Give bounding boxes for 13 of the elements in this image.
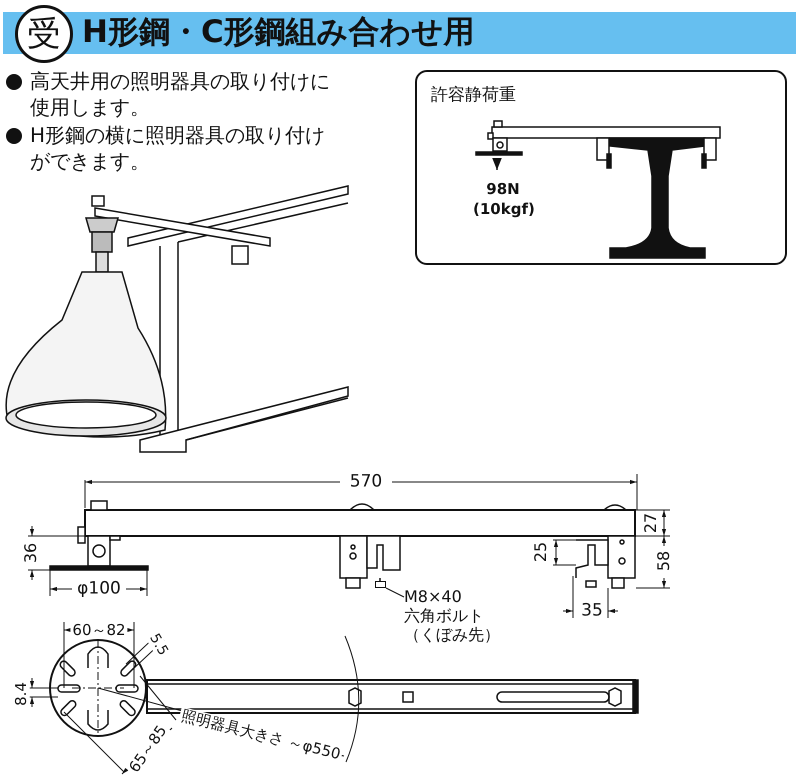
circled-mark: 受 bbox=[15, 5, 73, 63]
dimension-text: 8.4 bbox=[12, 680, 30, 708]
load-value: 98N (10kgf) bbox=[473, 179, 533, 219]
panel-heading: 許容静荷重 bbox=[431, 86, 516, 105]
bullet-text: H形鋼の横に照明器具の取り付けができます。 bbox=[30, 122, 326, 174]
bolt-label: M8×40 六角ボルト（くぼみ先） bbox=[404, 587, 508, 644]
bolt-head bbox=[375, 581, 386, 588]
title: H形鋼・C形鋼組み合わせ用 bbox=[82, 15, 475, 50]
leader-line bbox=[386, 588, 404, 598]
dimension-text: 60～82 bbox=[70, 622, 128, 638]
dimension-text: φ100 bbox=[75, 580, 123, 598]
load-panel bbox=[415, 70, 787, 265]
bullet-text: 高天井用の照明器具の取り付けに使用します。 bbox=[30, 68, 331, 120]
